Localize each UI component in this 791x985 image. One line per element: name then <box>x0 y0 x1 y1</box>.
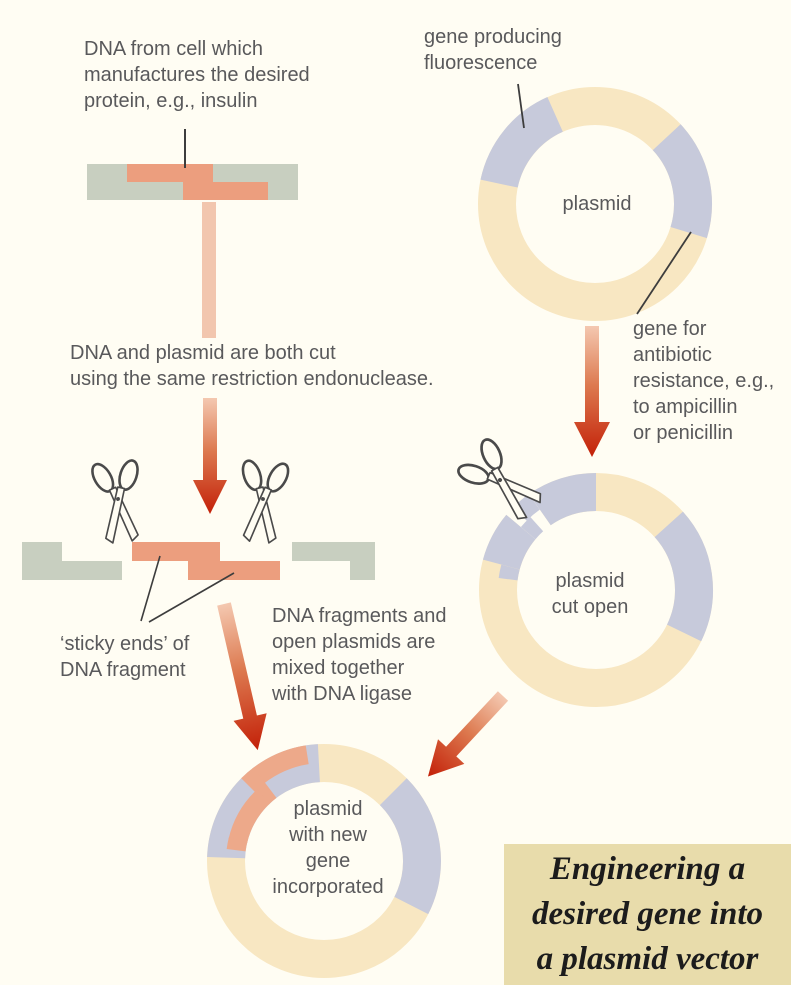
dna-fragment-right <box>292 542 375 580</box>
plasmid3-ring <box>207 744 441 978</box>
fluorescence-gene-segment <box>480 97 564 189</box>
title-line: desired gene into <box>532 896 763 932</box>
sticky-end-pointer-line <box>140 555 161 622</box>
fluorescence-gene-label: gene producing fluorescence <box>424 26 562 74</box>
sticky-ends-label: ‘sticky ends’ of DNA fragment <box>60 633 190 681</box>
plasmid1-label: plasmid <box>562 193 632 215</box>
desired-gene-segment <box>127 164 213 182</box>
sticky-end-pointer-line <box>148 572 235 623</box>
antibiotic-gene-segment <box>652 124 712 239</box>
title-line: a plasmid vector <box>536 941 759 977</box>
dna-fragment-gene <box>132 542 280 580</box>
dna-flow-strip <box>202 202 216 338</box>
dna-fragment-left <box>22 542 122 580</box>
plasmid1-ring <box>478 87 712 321</box>
diagonal-arrow-icon <box>427 691 509 777</box>
desired-gene-segment <box>183 182 268 200</box>
scissors-icon <box>231 455 295 546</box>
dna-source-label: DNA from cell which manufactures the des… <box>84 38 310 112</box>
scissors-icon <box>86 455 151 547</box>
plasmid3-label: plasmid with new gene incorporated <box>272 798 384 898</box>
incorporated-gene-segment <box>226 745 309 852</box>
fluorescence-pointer-line <box>517 83 525 129</box>
title-line: Engineering a <box>549 851 746 887</box>
restriction-cut-caption: DNA and plasmid are both cut using the s… <box>70 342 434 390</box>
plasmid2-label: plasmid cut open <box>551 570 629 618</box>
down-arrow-icon <box>574 326 610 457</box>
ligase-mix-caption: DNA fragments and open plasmids are mixe… <box>272 605 447 705</box>
diagonal-arrow-icon <box>217 602 267 751</box>
antibiotic-gene-label: gene for antibiotic resistance, e.g., to… <box>633 318 775 444</box>
cut-dna-fragments <box>22 542 375 580</box>
down-arrow-icon <box>193 398 227 514</box>
source-dna-bar <box>87 164 298 200</box>
plasmid2-ring <box>479 473 713 707</box>
figure-title-box: Engineering a desired gene into a plasmi… <box>504 844 791 985</box>
antibiotic-pointer-line <box>636 231 692 315</box>
